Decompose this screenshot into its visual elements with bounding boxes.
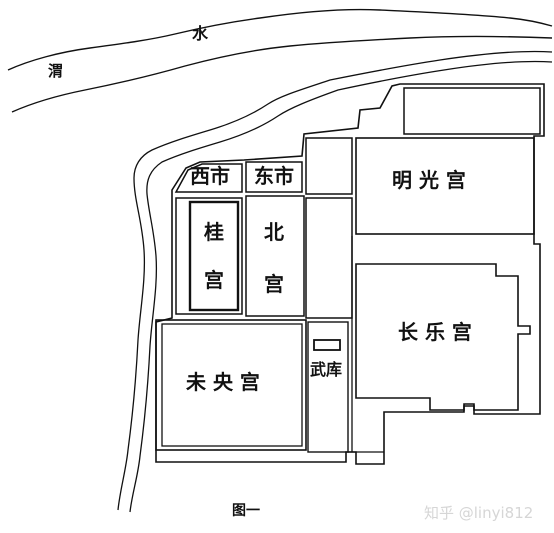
label-north-palace-bottom: 宫 [264,272,284,296]
label-north-palace-top: 北 [264,220,284,244]
armory-block [307,321,349,453]
label-gui-palace-top: 桂 [204,220,224,244]
river-label-shui: 水 [192,24,209,43]
mingguang-palace-block [355,137,535,235]
weiyang-palace-outer [155,319,307,451]
gui-palace-outer [175,197,243,315]
figure-caption: 图一 [232,503,260,519]
label-east-market: 东市 [254,164,294,188]
west-market-block [174,163,243,193]
wei-river-south-bank [11,35,553,113]
changle-palace-block [355,263,531,411]
label-weiyang-palace: 未 央 宫 [186,370,260,394]
label-changle-palace: 长 乐 宫 [398,320,472,344]
western-river-outer [117,50,553,511]
label-armory: 武库 [310,360,343,379]
northeast-block [403,87,541,135]
gui-palace-inner [188,200,240,312]
label-gui-palace-bottom: 宫 [204,268,224,292]
east-market-block [245,161,303,193]
strip-block-middle [305,197,353,319]
armory-mark [313,339,341,351]
strip-block-top [305,137,353,195]
western-river-inner [129,60,553,513]
river-label-wei: 渭 [48,62,64,80]
label-west-market: 西市 [190,164,230,188]
watermark-text: 知乎 @linyi812 [424,504,534,522]
weiyang-palace-inner [161,323,303,447]
wei-river-north-bank [7,8,553,71]
label-mingguang-palace: 明 光 宫 [392,168,466,192]
north-palace-block [245,195,305,317]
